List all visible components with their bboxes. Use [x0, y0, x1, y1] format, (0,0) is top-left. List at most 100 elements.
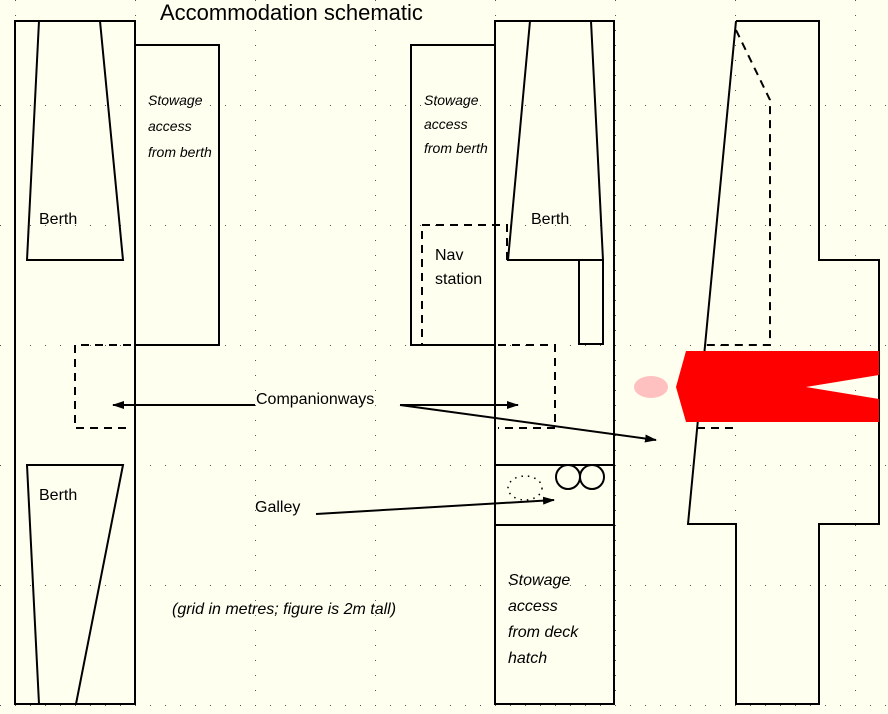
grid-dot [525, 225, 526, 226]
side-profile-berth-dashed [705, 29, 771, 346]
grid-dot [840, 105, 841, 106]
grid-dot [330, 705, 331, 706]
human-figure-body [676, 351, 879, 422]
grid-dot [525, 105, 526, 106]
grid-dot [255, 480, 256, 481]
grid-dot [405, 705, 406, 706]
grid-dot [165, 585, 166, 586]
grid-dot [285, 345, 286, 346]
grid-dot [615, 120, 616, 121]
grid-dot [315, 345, 316, 346]
grid-dot [855, 570, 856, 571]
grid-dot [315, 225, 316, 226]
grid-dot [285, 105, 286, 106]
grid-dot [465, 465, 466, 466]
grid-dot [585, 585, 586, 586]
grid-dot [645, 105, 646, 106]
grid-dot [135, 15, 136, 16]
grid-dot [645, 585, 646, 586]
galley-label: Galley [255, 499, 300, 516]
grid-dot [180, 705, 181, 706]
grid-dot [600, 585, 601, 586]
grid-dot [105, 105, 106, 106]
grid-dot [90, 585, 91, 586]
grid-dot [570, 585, 571, 586]
grid-dot [855, 600, 856, 601]
grid-dot [615, 525, 616, 526]
grid-dot [375, 225, 376, 226]
grid-dot [195, 105, 196, 106]
grid-dot [375, 480, 376, 481]
grid-dot [255, 210, 256, 211]
grid-dot [375, 660, 376, 661]
side-profile-outline [686, 20, 880, 705]
grid-dot [735, 105, 736, 106]
grid-dot [750, 465, 751, 466]
grid-dot [255, 360, 256, 361]
nav-station-outline [421, 224, 508, 345]
grid-dot [780, 225, 781, 226]
grid-dot [255, 225, 256, 226]
grid-dot [525, 345, 526, 346]
grid-dot [750, 105, 751, 106]
grid-dot [60, 225, 61, 226]
grid-dot [825, 225, 826, 226]
grid-dot [555, 225, 556, 226]
grid-dot [360, 105, 361, 106]
grid-dot [210, 105, 211, 106]
grid-dot [210, 585, 211, 586]
human-figure-head [634, 376, 668, 398]
grid-dot [285, 465, 286, 466]
grid-dot [255, 705, 256, 706]
grid-dot [735, 210, 736, 211]
grid-dot [195, 225, 196, 226]
grid-dot [750, 225, 751, 226]
grid-dot [405, 105, 406, 106]
grid-dot [615, 0, 616, 1]
grid-dot [615, 300, 616, 301]
grid-dot [375, 75, 376, 76]
grid-dot [255, 615, 256, 616]
grid-dot [615, 495, 616, 496]
grid-dot [720, 345, 721, 346]
grid-dot [120, 585, 121, 586]
stowage-label-mid-2: access [424, 116, 468, 132]
grid-dot [870, 345, 871, 346]
grid-dot [720, 465, 721, 466]
grid-dot [270, 705, 271, 706]
grid-dot [750, 705, 751, 706]
grid-dot [615, 450, 616, 451]
grid-dot [240, 225, 241, 226]
stowage-label-left-2: access [148, 118, 192, 134]
grid-dot [615, 195, 616, 196]
grid-dot [855, 15, 856, 16]
grid-dot [330, 345, 331, 346]
grid-dot [615, 150, 616, 151]
grid-dot [375, 60, 376, 61]
grid-dot [45, 705, 46, 706]
grid-dot [630, 225, 631, 226]
grid-dot [615, 540, 616, 541]
grid-dot [855, 0, 856, 1]
grid-dot [255, 330, 256, 331]
grid-dot [285, 585, 286, 586]
grid-dot [450, 105, 451, 106]
grid-dot [375, 105, 376, 106]
grid-dot [735, 135, 736, 136]
grid-dot [255, 300, 256, 301]
grid-dot [855, 390, 856, 391]
grid-dot [855, 105, 856, 106]
grid-dot [825, 105, 826, 106]
grid-dot [615, 210, 616, 211]
grid-dot [615, 15, 616, 16]
grid-dot [135, 0, 136, 1]
grid-dot [600, 345, 601, 346]
grid-dot [615, 420, 616, 421]
grid-dot [870, 465, 871, 466]
grid-dot [240, 465, 241, 466]
grid-dot [630, 465, 631, 466]
grid-dot [270, 465, 271, 466]
grid-dot [885, 225, 886, 226]
berth-label-right: Berth [531, 211, 569, 228]
